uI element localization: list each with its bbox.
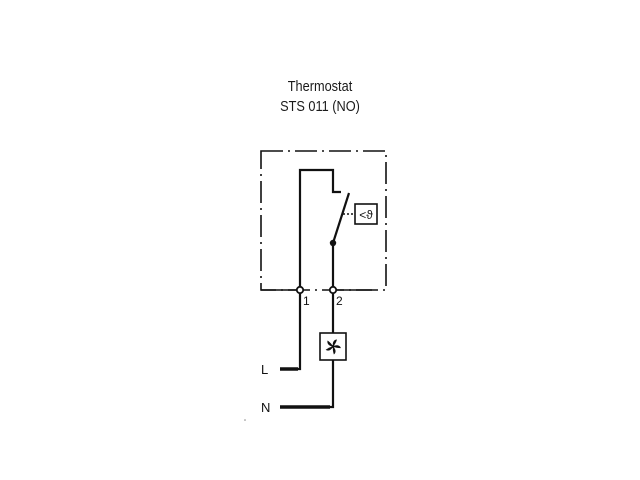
diagram-title: Thermostat [287, 78, 353, 95]
diagram-subtitle: STS 011 (NO) [280, 98, 360, 115]
stray-mark [244, 419, 246, 421]
terminal-2-label: 2 [336, 294, 343, 308]
internal-wiring [298, 168, 351, 287]
switch-blade [331, 192, 351, 244]
thermostat-enclosure [260, 150, 387, 291]
temperature-sensor-box [354, 203, 378, 225]
terminal-1-label: 1 [303, 294, 310, 308]
neutral-label: N [261, 400, 270, 415]
switch-pivot [329, 239, 337, 247]
terminal-1-icon [295, 285, 305, 295]
live-label: L [261, 362, 268, 377]
temperature-symbol: <ϑ [359, 208, 373, 222]
fan-icon [319, 332, 347, 361]
terminal-2-icon [328, 285, 338, 295]
